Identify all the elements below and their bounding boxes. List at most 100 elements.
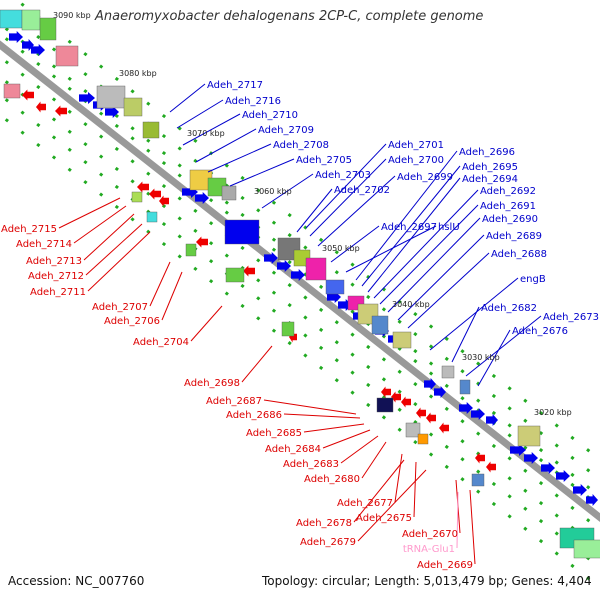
gene-label: engB [520,274,546,285]
leader-line [58,197,121,229]
feature-block [21,9,41,31]
leader-line [407,252,490,329]
leader-line [263,399,357,415]
forward-cds-arrow [510,444,526,456]
gene-label: Adeh_2687 [206,396,262,407]
feature-block [459,379,471,395]
gene-label: Adeh_2706 [104,316,160,327]
gene-label: Adeh_2692 [480,186,536,197]
scale-label: 3070 kbp [187,129,225,138]
forward-cds-arrow [9,31,23,43]
feature-block [123,97,143,117]
scale-label: 3080 kbp [119,69,157,78]
forward-cds-arrow [524,452,538,464]
feature-block [39,17,57,41]
reverse-cds-arrow [475,452,485,464]
leader-line [261,173,314,209]
feature-block [0,9,23,29]
gene-label: Adeh_2704 [133,337,189,348]
gene-label: Adeh_2708 [273,140,329,151]
backbone-layer [0,40,600,523]
gene-label: Adeh_2703 [315,170,371,181]
leader-line [465,315,542,377]
reverse-cds-arrow [243,265,255,277]
feature-block [471,473,485,487]
feature-block [441,365,455,379]
gene-label: Adeh_2680 [304,474,360,485]
feature-block [281,321,295,337]
leader-line [469,489,476,565]
gene-label: Adeh_2677 [337,498,393,509]
reverse-cds-arrow [426,412,436,424]
forward-cds-arrow [105,106,119,118]
leader-line [85,223,143,276]
feature-block [225,267,245,283]
gene-label: Adeh_2712 [28,271,84,282]
feature-block [146,211,158,223]
leader-line [367,177,461,293]
summary-text: Topology: circular; Length: 5,013,479 bp… [262,574,592,588]
leader-line [361,165,461,287]
accession-text: Accession: NC_007760 [8,574,145,588]
leader-line [394,453,403,503]
gene-label: Adeh_2702 [334,185,390,196]
feature-block [55,45,79,67]
gene-label: Adeh_2669 [417,560,473,571]
feature-block [392,331,412,349]
leader-line [241,345,273,383]
reverse-cds-arrow [159,195,169,207]
feature-block [185,243,197,257]
gene-label: Adeh_2679 [300,537,356,548]
reverse-cds-arrow [401,396,411,408]
leader-line [373,189,479,299]
feature-block [376,397,394,413]
gene-label: Adeh_2673 [543,312,599,323]
gene-label: Adeh_2700 [388,155,444,166]
leader-line [309,158,387,237]
gene-label: Adeh_2688 [491,249,547,260]
gene-label: Adeh_2690 [482,214,538,225]
gene-label: Adeh_2694 [462,174,518,185]
gene-label: Adeh_2698 [184,378,240,389]
forward-cds-arrow [31,44,45,56]
leader-line-layer [58,83,542,565]
leader-line [283,413,361,419]
leader-line [190,305,223,342]
gene-label: Adeh_2715 [1,224,57,235]
gene-label: Adeh_2714 [16,239,72,250]
leader-line [456,491,459,549]
gene-label: Adeh_2676 [512,326,568,337]
gene-label: Adeh_2695 [462,162,518,173]
leader-line [161,271,183,321]
leader-line [169,83,206,113]
reverse-cds-arrow [149,188,161,200]
leader-line [149,261,171,307]
leader-line [353,459,405,523]
leader-line [397,234,485,321]
leader-line [87,231,151,292]
gene-label: Adeh_2716 [225,96,281,107]
reverse-cds-arrow [486,461,496,473]
leader-line [305,143,387,229]
forward-cds-arrow [586,494,598,506]
gene-label: Adeh_2683 [283,459,339,470]
scale-label: 3090 kbp [53,11,91,20]
leader-line [73,205,127,244]
leader-line [195,128,257,163]
gene-label: Adeh_2675 [356,513,412,524]
reverse-cds-arrow [391,391,401,403]
forward-cds-arrow [195,192,209,204]
gene-label: Adeh_2707 [92,302,148,313]
feature-block [573,539,600,559]
scale-label: 3040 kbp [392,300,430,309]
gene-label: Adeh_2699 [397,172,453,183]
gene-label: Adeh_2713 [26,256,82,267]
reverse-cds-arrow [22,89,34,101]
leader-line [357,469,427,542]
leader-line [330,225,380,263]
forward-cds-arrow [291,269,305,281]
leader-line [176,99,224,129]
feature-block [405,422,421,438]
leader-line [429,277,519,351]
